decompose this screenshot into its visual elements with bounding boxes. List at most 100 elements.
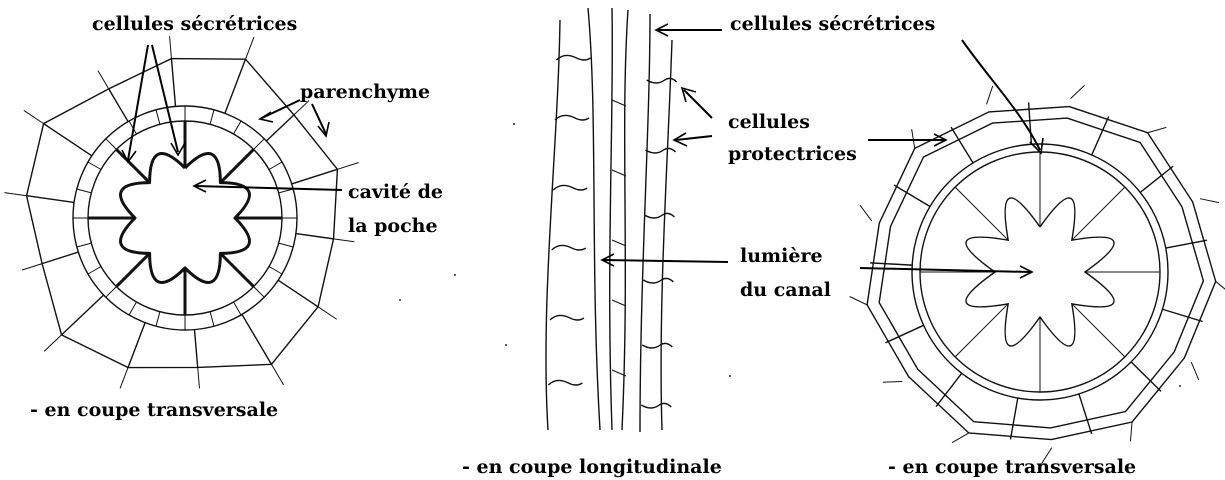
cell-wall-right xyxy=(644,213,674,218)
pointer-protective-cells xyxy=(674,88,712,146)
cell-wall-right xyxy=(641,403,671,408)
sheath-cell-wall xyxy=(129,302,137,315)
parenchyma-cell-wall xyxy=(242,314,271,364)
parenchyma-cell-wall xyxy=(42,252,78,264)
protective-cell-wall xyxy=(1140,166,1173,192)
cell-wall-left xyxy=(553,185,587,190)
parenchyma-cell-wall xyxy=(278,280,318,307)
pointer-protective-cells-3 xyxy=(868,134,946,146)
protective-cell-wall xyxy=(1010,398,1017,439)
parenchyma-cell-wall xyxy=(170,36,172,58)
parenchyma-cell-wall xyxy=(246,37,254,59)
parenchyma-cell-wall xyxy=(271,364,283,384)
parenchyma-cell-wall xyxy=(4,193,26,196)
outer-cell-wall xyxy=(1071,85,1085,98)
label-secretory-cells-2: cellules sécrétrices xyxy=(730,13,935,35)
label-cavity-line1: cavité de xyxy=(348,181,443,203)
secretory-cells xyxy=(88,121,282,315)
protective-cell-wall xyxy=(1079,394,1092,434)
sheath-cell-wall xyxy=(88,267,101,275)
parenchyma-cell-wall xyxy=(44,335,61,351)
cell-wall-left xyxy=(557,55,591,60)
caption-cross-section-2: - en coupe transversale xyxy=(888,456,1136,478)
parenchyma-cell-wall xyxy=(44,124,92,156)
pointer-cavity xyxy=(194,180,342,192)
outer-column-right xyxy=(661,40,672,430)
sheath-cell-wall xyxy=(269,162,282,170)
protective-cells xyxy=(850,85,1225,464)
outer-cell-wall xyxy=(883,381,902,382)
parenchyma-cell-wall xyxy=(22,264,42,270)
label-protective-line2: protectrices xyxy=(728,143,857,165)
parenchyma-cell-wall xyxy=(266,115,294,141)
parenchyma-cell-wall xyxy=(318,307,337,319)
canal-cell-wall xyxy=(612,300,626,306)
sheath-cell-wall xyxy=(254,287,265,298)
caption-longitudinal-section: - en coupe longitudinale xyxy=(462,456,722,478)
parenchyma-cell-wall xyxy=(62,295,104,335)
parenchyma-cell-wall xyxy=(198,367,200,388)
outer-cell-wall xyxy=(1148,127,1167,132)
sheath-cell-wall xyxy=(106,139,117,150)
parenchyma-cell-wall xyxy=(171,59,175,107)
parenchyma-cell-wall xyxy=(292,169,338,184)
label-protective-line1: cellules xyxy=(728,111,810,133)
secretory-cell-wall xyxy=(220,149,253,182)
figure-canal-cross-section: - en coupe transversale xyxy=(850,40,1225,478)
protective-ring-inner xyxy=(879,118,1203,428)
canal-cell-wall xyxy=(612,170,626,176)
canal-wall-right-inner xyxy=(622,10,628,430)
protective-cell-wall xyxy=(951,127,973,163)
canal-wall-right xyxy=(640,14,650,432)
protective-cell-wall xyxy=(1166,240,1207,248)
outer-cell-wall xyxy=(952,433,969,443)
sheath-cell-wall xyxy=(234,121,242,134)
sheath-cell-wall xyxy=(279,243,293,247)
cell-wall-right xyxy=(647,78,677,83)
canal-wall-left xyxy=(588,8,600,430)
outer-cell-wall xyxy=(912,129,915,148)
canal-cells xyxy=(548,55,676,408)
outer-cell-wall xyxy=(850,297,868,305)
label-parenchyma: parenchyme xyxy=(300,81,430,103)
outer-cell-wall xyxy=(1130,422,1132,441)
caption-cross-section-1: - en coupe transversale xyxy=(30,399,278,421)
canal-cell-wall xyxy=(612,100,626,106)
sheath-cell-wall xyxy=(254,139,265,150)
secretory-cell-wall xyxy=(955,187,1008,240)
parenchyma-cell-wall xyxy=(337,163,358,170)
protective-cell-wall xyxy=(894,185,930,206)
label-lumen-line1: lumière xyxy=(740,245,823,267)
secretory-cell-wall xyxy=(955,304,1008,357)
parenchyma-cell-wall xyxy=(194,330,197,368)
pointer-secretory-cells-2 xyxy=(656,24,722,36)
parenchyma-cell-wall xyxy=(98,71,109,89)
secretory-cells-3 xyxy=(920,152,1160,392)
protective-cell-wall xyxy=(1162,309,1202,321)
outer-column-left xyxy=(546,20,560,430)
sheath-cell-wall xyxy=(156,312,160,326)
sheath-cell-wall xyxy=(77,243,91,247)
secretory-cell-wall xyxy=(1072,304,1125,357)
label-cavity-line2: la poche xyxy=(348,215,438,237)
protective-cell-wall xyxy=(870,263,912,265)
parenchyma-cell-wall xyxy=(120,368,128,389)
cell-wall-right xyxy=(642,343,672,348)
protective-cell-wall xyxy=(885,325,923,342)
canal-wall-left-inner xyxy=(610,8,613,430)
cell-wall-right xyxy=(643,278,673,283)
outer-cell-wall xyxy=(987,86,993,104)
sheath-cell-wall xyxy=(210,312,214,326)
parenchyma-cell-wall xyxy=(334,239,355,242)
sheath-cell-wall xyxy=(106,287,117,298)
secretory-cell-wall xyxy=(1072,187,1125,240)
parenchyma-cell-wall xyxy=(24,110,44,123)
sheath-cell-wall xyxy=(269,267,282,275)
figure-canal-longitudinal-section: cellules sécrétrices cellules protectric… xyxy=(462,8,935,478)
sheath-cell-wall xyxy=(210,110,214,124)
pointer-parenchyma xyxy=(260,100,329,136)
parenchyma-cell-wall xyxy=(296,234,334,239)
pointer-lumen xyxy=(602,254,728,266)
cell-wall-left xyxy=(550,315,584,320)
secretory-cell-wall xyxy=(116,253,149,286)
